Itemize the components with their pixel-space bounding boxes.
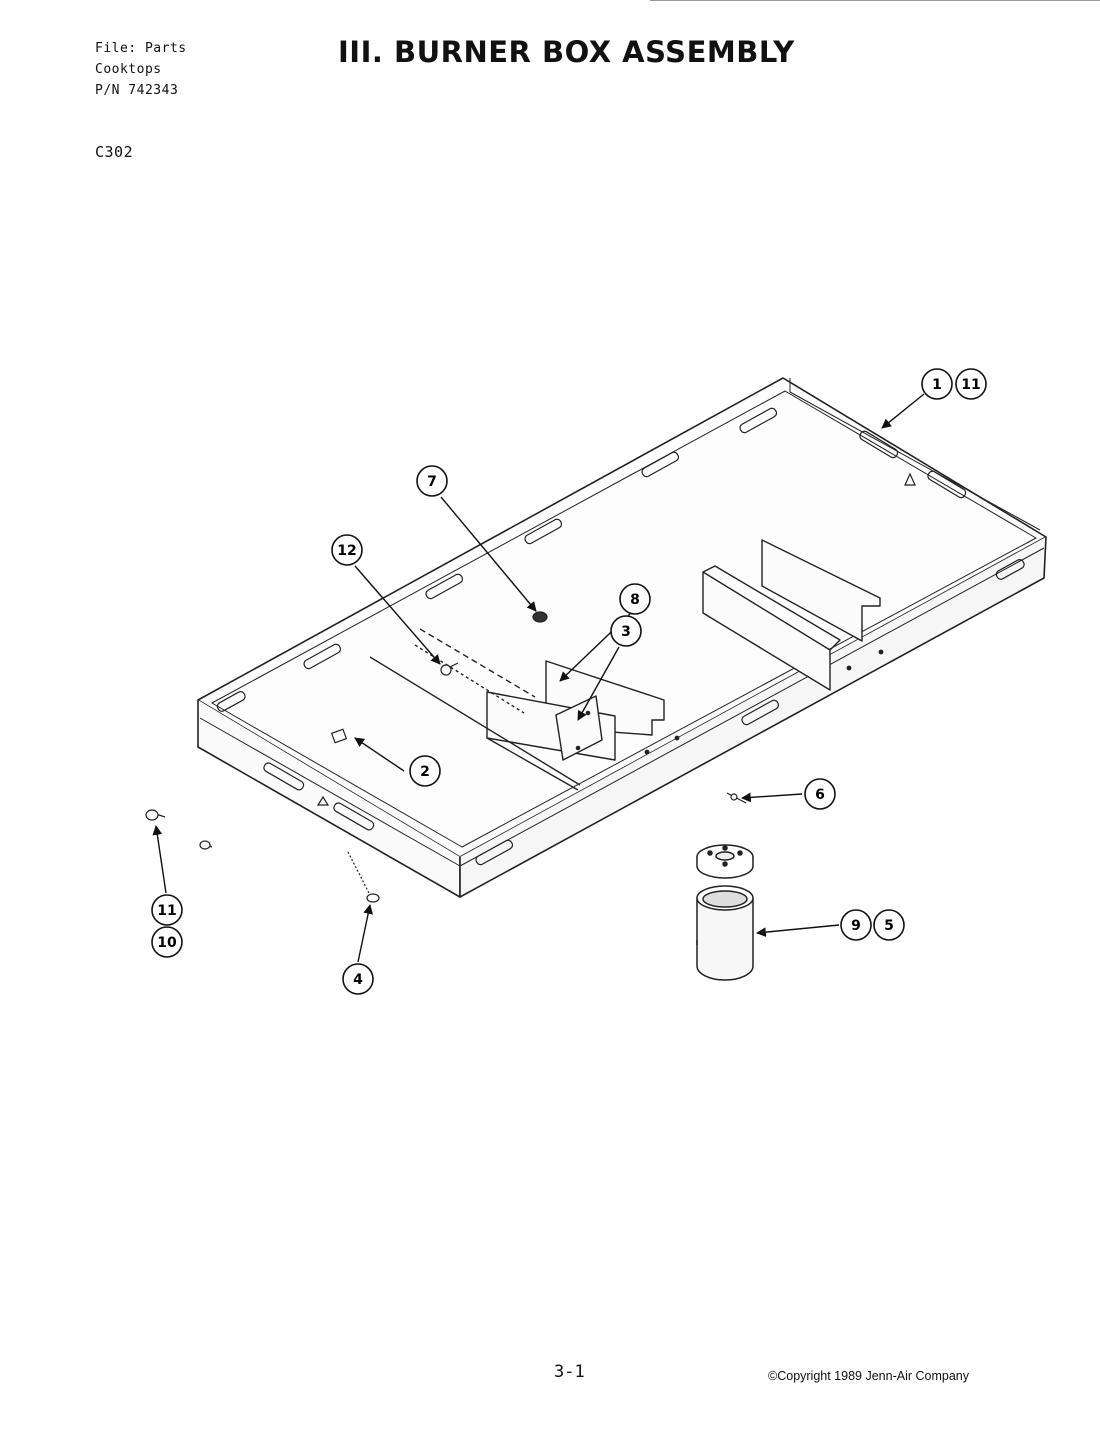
top-edge-rule [650,0,1100,1]
callout-10: 10 [151,926,183,958]
callout-11-left: 11 [151,894,183,926]
callout-4-label: 4 [353,972,363,988]
callout-4: 4 [342,963,374,995]
part-number-line: P/N 742343 [95,83,179,98]
callout-1: 1 [921,368,953,400]
callout-11-left-label: 11 [157,903,176,919]
callout-3: 3 [610,615,642,647]
callout-12: 12 [331,534,363,566]
callout-2-label: 2 [420,764,430,780]
callout-3-label: 3 [621,624,631,640]
callout-5-label: 5 [884,918,894,934]
copyright-notice: ©Copyright 1989 Jenn-Air Company [768,1369,969,1383]
callout-6: 6 [804,778,836,810]
callout-5: 5 [873,909,905,941]
internal-baffles [369,539,881,791]
callout-9: 9 [840,909,872,941]
callout-8: 8 [619,583,651,615]
callout-2: 2 [409,755,441,787]
file-info-block: File: Parts Cooktops P/N 742343 [95,38,187,101]
callout-11-top-label: 11 [961,377,980,393]
callout-10-label: 10 [157,935,177,951]
burner-cup-assembly [696,844,754,981]
callout-bubbles: 1 11 7 12 8 3 2 6 [151,368,987,995]
callout-12-label: 12 [337,543,356,559]
callout-7-label: 7 [427,474,437,490]
callout-1-label: 1 [932,377,942,393]
callout-11-top: 11 [955,368,987,400]
page-number: 3-1 [554,1362,585,1382]
callout-7: 7 [416,465,448,497]
page-title: III. BURNER BOX ASSEMBLY [338,35,795,69]
callout-9-label: 9 [851,918,861,934]
callout-8-label: 8 [630,592,640,608]
model-code: C302 [95,143,134,161]
category-line: Cooktops [95,62,162,77]
rim-slots [216,407,1025,866]
file-line: File: Parts [95,41,187,56]
callout-6-label: 6 [815,787,825,803]
